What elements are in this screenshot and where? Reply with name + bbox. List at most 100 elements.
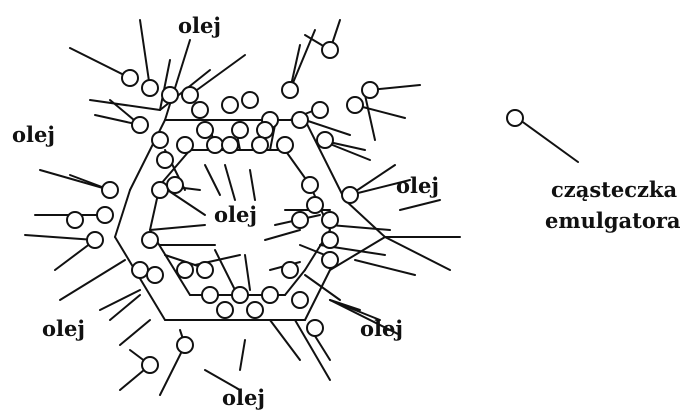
outer-ring-line bbox=[304, 269, 331, 321]
emulsifier-head bbox=[141, 231, 159, 249]
tail-line bbox=[159, 59, 171, 111]
tail-line bbox=[289, 29, 316, 91]
emulsifier-head bbox=[256, 121, 274, 139]
emulsifier-heads bbox=[66, 41, 524, 374]
emulsifier-head bbox=[246, 301, 264, 319]
emulsifier-head bbox=[281, 261, 299, 279]
outer-ring-line bbox=[304, 119, 346, 201]
emulsifier-head bbox=[281, 81, 299, 99]
emulsifier-head bbox=[176, 136, 194, 154]
emulsifier-head bbox=[131, 261, 149, 279]
emulsifier-head bbox=[231, 121, 249, 139]
emulsifier-head bbox=[131, 116, 149, 134]
tail-line bbox=[69, 47, 131, 79]
tail-line bbox=[164, 39, 191, 121]
emulsifier-head bbox=[341, 186, 359, 204]
emulsifier-caption-line2: emulgatora bbox=[545, 208, 681, 233]
emulsifier-head bbox=[231, 286, 249, 304]
outer-ring-line bbox=[114, 189, 131, 238]
emulsifier-head bbox=[176, 261, 194, 279]
emulsifier-head bbox=[321, 211, 339, 229]
emulsifier-head bbox=[166, 176, 184, 194]
emulsifier-head bbox=[306, 319, 324, 337]
tail-line bbox=[59, 259, 126, 301]
outer-ring-line bbox=[344, 199, 386, 238]
emulsifier-head bbox=[241, 91, 259, 109]
emulsifier-head bbox=[261, 286, 279, 304]
emulsifier-head bbox=[206, 136, 224, 154]
emulsifier-head bbox=[316, 131, 334, 149]
emulsifier-head bbox=[86, 231, 104, 249]
tail-line bbox=[304, 274, 341, 301]
emulsifier-head bbox=[161, 86, 179, 104]
emulsifier-head bbox=[221, 136, 239, 154]
inward-tail-line bbox=[224, 164, 236, 201]
emulsifier-head bbox=[276, 136, 294, 154]
oil-label-right: olej bbox=[396, 173, 439, 198]
legend-emulsifier-tail bbox=[519, 119, 579, 163]
emulsifier-head bbox=[361, 81, 379, 99]
emulsifier-head bbox=[321, 231, 339, 249]
tail-line bbox=[24, 234, 96, 241]
emulsifier-head bbox=[321, 251, 339, 269]
tail-line bbox=[329, 299, 401, 336]
emulsifier-head bbox=[301, 176, 319, 194]
emulsifier-head bbox=[346, 96, 364, 114]
oil-label-bottom: olej bbox=[222, 385, 265, 410]
emulsifier-head bbox=[221, 96, 239, 114]
tail-line bbox=[99, 289, 141, 311]
emulsifier-head bbox=[311, 101, 329, 119]
oil-label-top: olej bbox=[178, 13, 221, 38]
emulsifier-head bbox=[151, 131, 169, 149]
inward-tail-line bbox=[249, 169, 256, 201]
tail-line bbox=[119, 319, 151, 346]
oil-label-left: olej bbox=[12, 122, 55, 147]
tail-line bbox=[304, 119, 351, 136]
emulsifier-head bbox=[216, 301, 234, 319]
outer-ring-line bbox=[329, 236, 386, 271]
tail-line bbox=[269, 319, 301, 361]
inward-tail-line bbox=[214, 249, 236, 291]
inward-tail-line bbox=[269, 124, 276, 151]
tail-line bbox=[354, 259, 416, 276]
oil-label-bottom-left: olej bbox=[42, 316, 85, 341]
inner-ring-line bbox=[284, 269, 306, 296]
inward-tail-line bbox=[149, 224, 206, 231]
emulsifier-head bbox=[321, 41, 339, 59]
tail-line bbox=[189, 54, 246, 96]
tail-line bbox=[204, 369, 241, 391]
emulsifier-head bbox=[251, 136, 269, 154]
tail-line bbox=[89, 99, 161, 111]
emulsifier-caption-line1: cząsteczka bbox=[551, 177, 677, 202]
oil-label-bottom-right: olej bbox=[360, 316, 403, 341]
emulsifier-head bbox=[191, 101, 209, 119]
legend-emulsifier-head bbox=[506, 109, 524, 127]
inward-tail-line bbox=[299, 244, 326, 256]
inward-tail-line bbox=[264, 229, 301, 241]
emulsifier-head bbox=[291, 211, 309, 229]
inner-ring-line bbox=[159, 149, 191, 186]
inward-tail-line bbox=[244, 254, 251, 291]
tail-line bbox=[159, 344, 186, 396]
emulsifier-head bbox=[121, 69, 139, 87]
tail-line bbox=[364, 94, 376, 141]
tail-line bbox=[349, 179, 411, 196]
emulsifier-head bbox=[196, 261, 214, 279]
emulsifier-head bbox=[96, 206, 114, 224]
emulsifier-head bbox=[141, 79, 159, 97]
tail-line bbox=[239, 339, 246, 371]
emulsifier-head bbox=[291, 111, 309, 129]
emulsifier-head bbox=[141, 356, 159, 374]
emulsifier-head bbox=[291, 291, 309, 309]
inward-tail-line bbox=[204, 164, 221, 196]
emulsifier-head bbox=[196, 121, 214, 139]
emulsifier-head bbox=[176, 336, 194, 354]
emulsifier-head bbox=[201, 286, 219, 304]
emulsifier-head bbox=[101, 181, 119, 199]
oil-label-center: olej bbox=[214, 202, 257, 227]
tail-line bbox=[139, 19, 151, 89]
tail-line bbox=[294, 319, 331, 381]
tail-line bbox=[329, 224, 391, 231]
emulsifier-head bbox=[66, 211, 84, 229]
